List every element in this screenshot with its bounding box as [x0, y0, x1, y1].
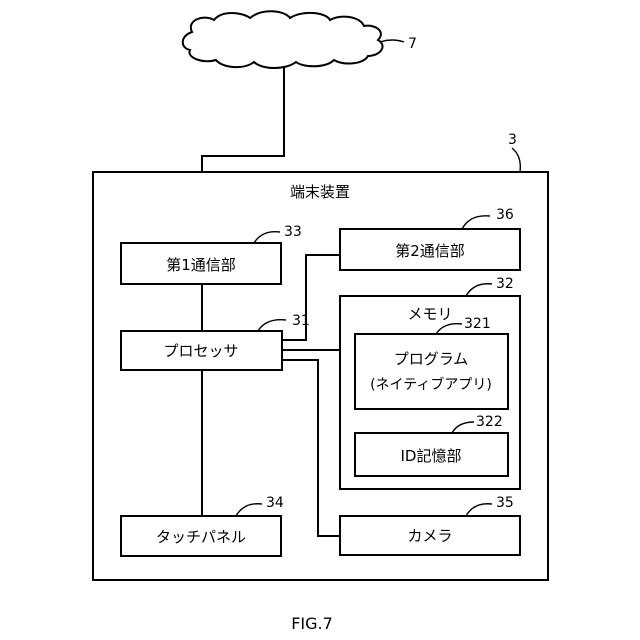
comm1-label: 第1通信部: [166, 256, 236, 274]
comm2-ref: 36: [496, 207, 514, 223]
processor-ref: 31: [292, 313, 310, 329]
memory-ref: 32: [496, 276, 514, 292]
comm1-ref: 33: [284, 224, 302, 240]
memory-label: メモリ: [407, 305, 452, 323]
processor-label: プロセッサ: [163, 342, 238, 360]
camera-label: カメラ: [407, 527, 452, 545]
terminal-device-title: 端末装置: [290, 183, 350, 201]
camera-ref: 35: [496, 495, 514, 511]
figure-caption: FIG.7: [291, 614, 333, 633]
device-leader-line: [512, 148, 520, 172]
id-storage-label: ID記憶部: [401, 447, 462, 465]
touch-panel-ref: 34: [266, 495, 284, 511]
program-label-line1: プログラム: [394, 350, 469, 368]
network-ref: 7: [408, 36, 417, 52]
program-label-line2: (ネイティブアプリ): [370, 376, 492, 393]
id-storage-ref: 322: [476, 414, 503, 430]
comm2-label: 第2通信部: [395, 242, 465, 260]
touch-panel-label: タッチパネル: [156, 528, 246, 546]
network-leader-line: [380, 40, 404, 42]
network-cloud: [183, 11, 383, 68]
program-ref: 321: [464, 316, 491, 332]
device-ref: 3: [508, 132, 517, 148]
program-box: [355, 334, 508, 409]
